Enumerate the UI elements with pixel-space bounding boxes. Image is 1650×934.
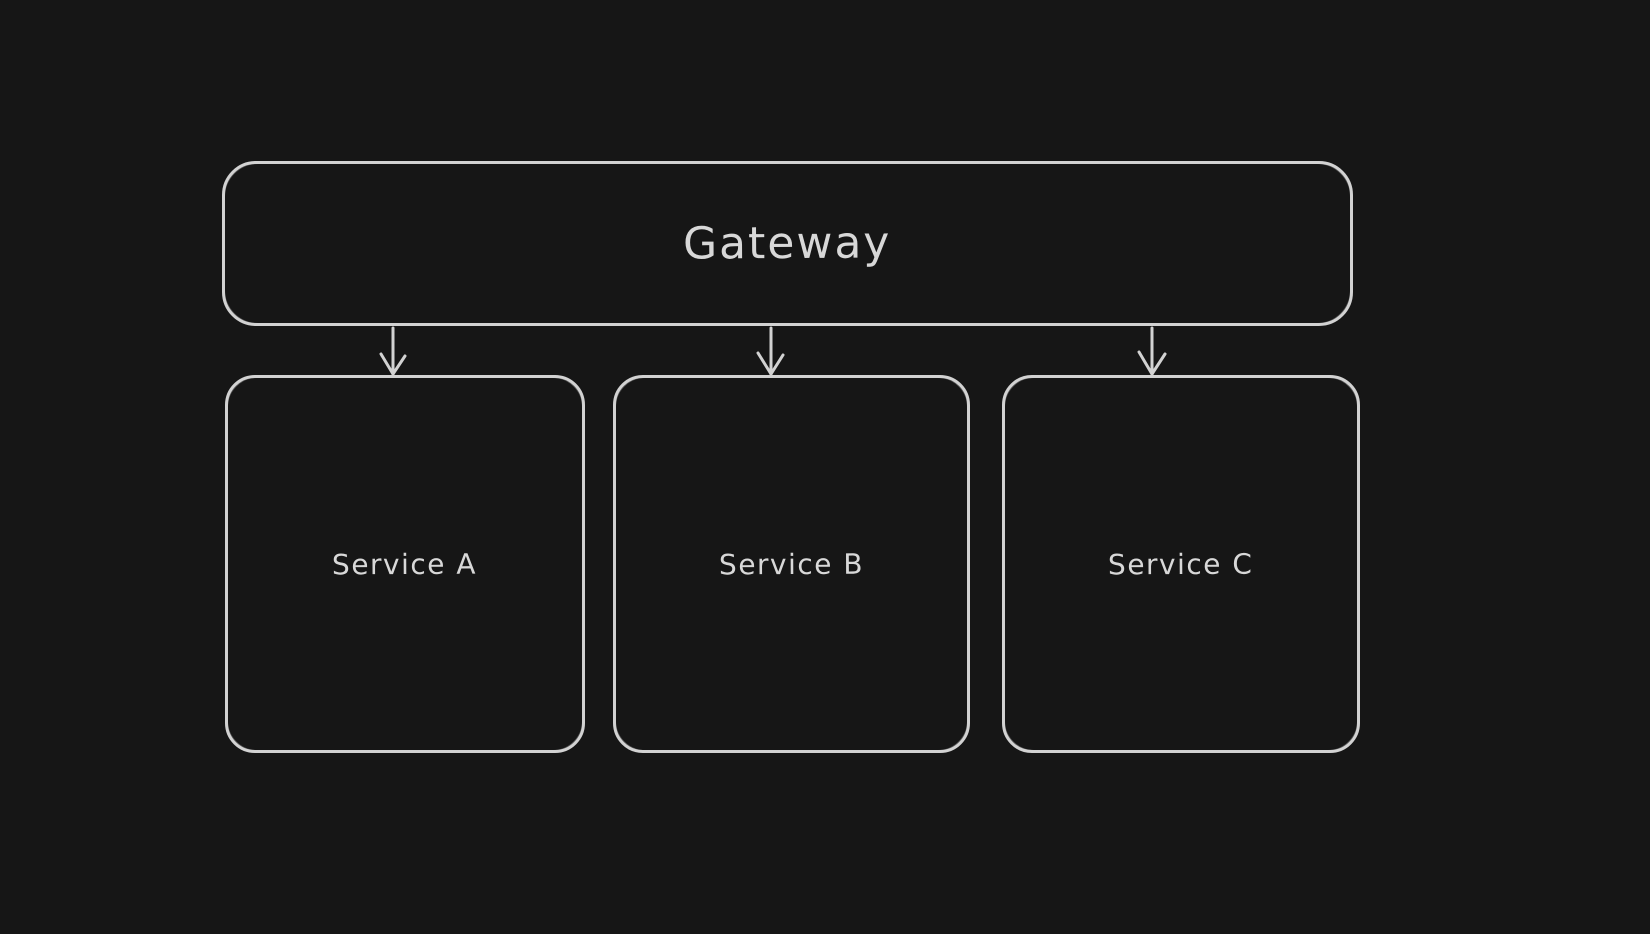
node-service-a[interactable]: Service A (225, 375, 585, 753)
arrow-gateway-to-service-b-icon[interactable] (756, 326, 785, 376)
node-service-b-label: Service B (718, 547, 865, 581)
node-service-b[interactable]: Service B (613, 375, 970, 753)
node-service-c[interactable]: Service C (1002, 375, 1360, 753)
node-service-a-label: Service A (332, 547, 478, 581)
node-service-c-label: Service C (1108, 547, 1254, 581)
arrow-gateway-to-service-c-icon[interactable] (1137, 326, 1167, 376)
node-gateway-label: Gateway (683, 217, 892, 270)
node-gateway[interactable]: Gateway (222, 161, 1353, 326)
arrow-gateway-to-service-a-icon[interactable] (379, 326, 407, 376)
